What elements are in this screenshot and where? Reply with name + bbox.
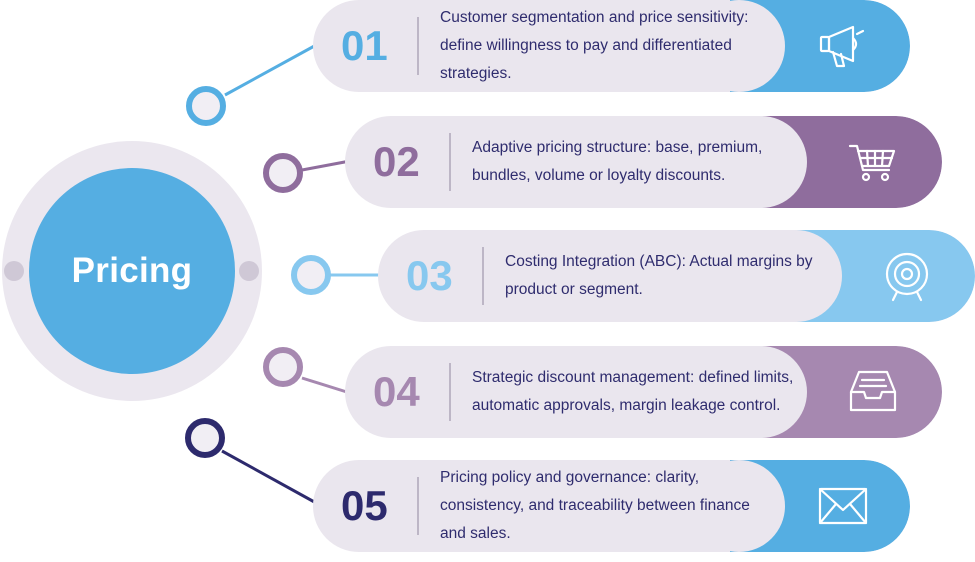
- item-cap-05: [693, 460, 785, 552]
- connector-line-01: [224, 42, 319, 97]
- item-number-01: 01: [341, 22, 388, 69]
- item-cap-02: [715, 116, 807, 208]
- item-divider-05: [417, 477, 419, 535]
- item-card-02: 02 Adaptive pricing structure: base, pre…: [345, 116, 942, 208]
- item-card-04: 04 Strategic discount management: define…: [345, 346, 942, 438]
- item-text-02: Adaptive pricing structure: base, premiu…: [472, 139, 763, 184]
- item-card-01: 01 Customer segmentation and price sensi…: [313, 0, 910, 92]
- node-01: [186, 86, 226, 126]
- item-number-04: 04: [373, 368, 420, 415]
- item-number-03: 03: [406, 252, 453, 299]
- connector-line-05: [221, 449, 319, 506]
- item-card-05: 05 Pricing policy and governance: clarit…: [313, 460, 910, 552]
- hub-left-dot: [4, 261, 24, 281]
- item-text-04: Strategic discount management: defined l…: [472, 369, 794, 414]
- item-cap-04: [715, 346, 807, 438]
- item-text-01: Customer segmentation and price sensitiv…: [440, 9, 749, 82]
- node-02: [263, 153, 303, 193]
- item-divider-03: [482, 247, 484, 305]
- node-03: [291, 255, 331, 295]
- item-number-02: 02: [373, 138, 420, 185]
- item-divider-02: [449, 133, 451, 191]
- item-text-05: Pricing policy and governance: clarity, …: [440, 469, 750, 542]
- item-cap-01: [693, 0, 785, 92]
- megaphone-icon: [819, 25, 865, 68]
- item-card-03: 03 Costing Integration (ABC): Actual mar…: [378, 230, 975, 322]
- inbox-tray-icon: [849, 370, 897, 412]
- hub-circle: Pricing: [29, 168, 235, 374]
- item-divider-04: [449, 363, 451, 421]
- connector-line-04: [301, 376, 351, 395]
- connector-line-02: [301, 159, 351, 172]
- hub-right-dot: [239, 261, 259, 281]
- target-icon: [885, 252, 929, 302]
- item-number-05: 05: [341, 482, 388, 529]
- envelope-icon: [818, 487, 868, 525]
- node-04: [263, 347, 303, 387]
- hub-label: Pricing: [71, 251, 193, 290]
- node-05: [185, 418, 225, 458]
- item-text-03: Costing Integration (ABC): Actual margin…: [505, 253, 813, 298]
- item-divider-01: [417, 17, 419, 75]
- shopping-cart-icon: [848, 144, 896, 182]
- item-cap-03: [750, 230, 842, 322]
